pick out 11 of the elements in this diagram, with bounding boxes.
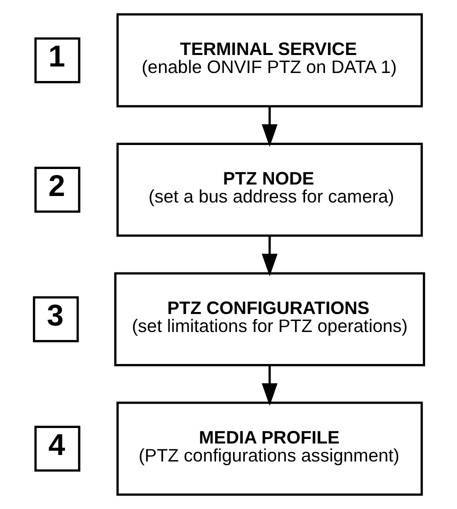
arrow	[261, 366, 278, 406]
arrow	[261, 236, 278, 276]
node-box: PTZ CONFIGURATIONS (set limitations for PTZ operations)	[114, 272, 425, 366]
node-box: 2	[34, 166, 80, 213]
node-box: TERMINAL SERVICE (enable ONVIF PTZ on DATA 1)	[116, 13, 422, 108]
node-box: 4	[34, 426, 80, 472]
node-box: MEDIA PROFILE (PTZ configurations assignment)	[116, 402, 422, 496]
arrow	[261, 106, 278, 147]
node-box: 1	[34, 37, 80, 84]
node-box: 3	[32, 296, 78, 342]
node-box: PTZ NODE (set a bus address for camera)	[116, 142, 422, 237]
